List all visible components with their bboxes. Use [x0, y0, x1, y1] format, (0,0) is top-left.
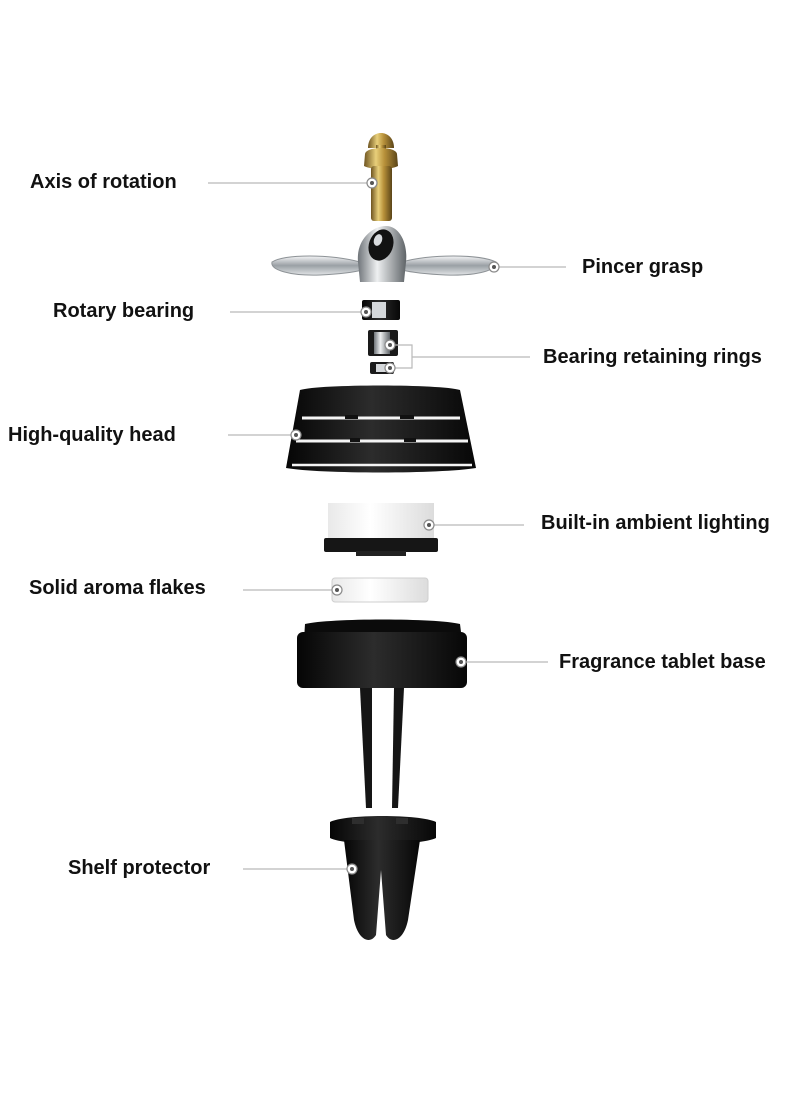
bearing-callout-dot-core — [364, 310, 368, 314]
pincer-label: Pincer grasp — [582, 256, 704, 278]
protector-label: Shelf protector — [68, 857, 211, 879]
rings-callout-dot-core — [388, 343, 392, 347]
axis-callout-dot-core — [370, 181, 374, 185]
bearing-label: Rotary bearing — [53, 300, 195, 322]
head-label: High-quality head — [8, 424, 176, 446]
leader-lines — [208, 177, 566, 875]
head-callout-dot-core — [294, 433, 298, 437]
shelf-protector-part — [330, 816, 436, 940]
solid-aroma-flakes-part — [331, 577, 429, 603]
rotary-bearing-part — [362, 300, 400, 320]
rings-leader-line — [390, 344, 530, 369]
pincer-callout-dot-core — [492, 265, 496, 269]
built-in-ambient-lighting-part — [324, 503, 438, 556]
flakes-callout-dot-core — [335, 588, 339, 592]
axis-of-rotation-part — [364, 133, 398, 221]
axis-label: Axis of rotation — [30, 171, 177, 193]
high-quality-head-part — [286, 385, 476, 473]
protector-callout-dot-core — [350, 867, 354, 871]
base-label: Fragrance tablet base — [559, 651, 766, 673]
base-callout-dot-core — [459, 660, 463, 664]
flakes-label: Solid aroma flakes — [29, 577, 206, 599]
fragrance-tablet-base-part — [297, 619, 467, 808]
rings-callout-dot-core — [388, 366, 392, 370]
pincer-grasp-part — [271, 226, 497, 282]
rings-label: Bearing retaining rings — [543, 346, 762, 368]
lighting-callout-dot-core — [427, 523, 431, 527]
lighting-label: Built-in ambient lighting — [541, 512, 770, 534]
